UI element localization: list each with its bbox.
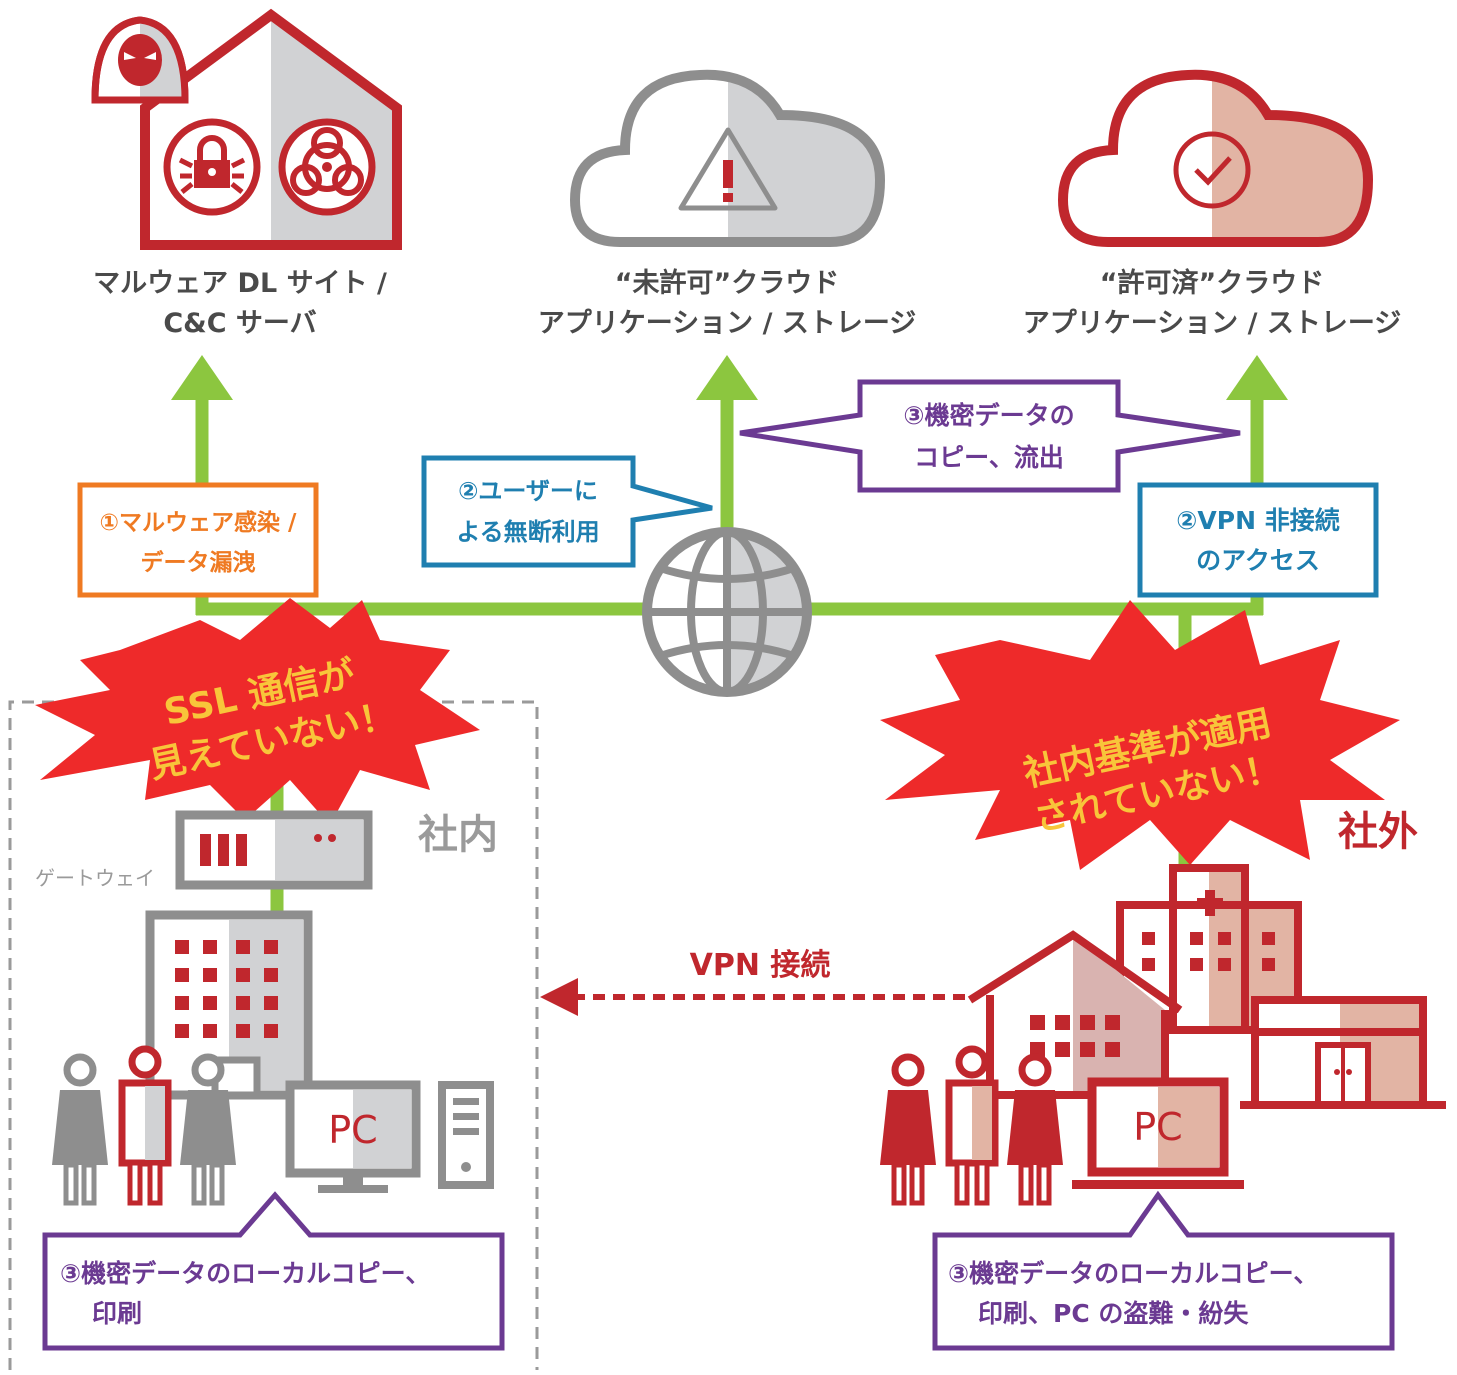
hospital-icon bbox=[1116, 864, 1302, 1034]
callout-malware-line1: ①マルウェア感染 / bbox=[100, 509, 297, 536]
callout-external-line2: 印刷、PC の盗難・紛失 bbox=[978, 1299, 1249, 1328]
ssl-burst: SSL 通信が 見えていない！ bbox=[35, 598, 480, 825]
globe-icon bbox=[642, 527, 812, 697]
callout-data-copy-leak-line2: コピー、流出 bbox=[914, 443, 1064, 472]
lock-bug-icon bbox=[163, 118, 261, 216]
vpn-connection-label: VPN 接続 bbox=[690, 948, 831, 983]
pc-external-label: PC bbox=[1133, 1105, 1182, 1149]
policy-burst: 社内基準が適用 されていない！ bbox=[880, 600, 1400, 870]
network-arrowheads bbox=[171, 355, 1288, 400]
unapproved-cloud-label-2: アプリケーション / ストレージ bbox=[538, 308, 917, 339]
person-icon bbox=[52, 1053, 108, 1206]
person-icon bbox=[880, 1053, 936, 1206]
tower-icon bbox=[438, 1081, 494, 1189]
approved-cloud-label: “許可済”クラウド bbox=[1100, 267, 1325, 299]
callout-data-copy-leak: ③機密データの コピー、流出 bbox=[739, 379, 1241, 493]
callout-malware-infection: ①マルウェア感染 / データ漏洩 bbox=[77, 482, 319, 598]
callout-non-vpn-line2: のアクセス bbox=[1196, 546, 1320, 575]
building-icon bbox=[145, 910, 313, 1100]
callout-unauthorized-use: ②ユーザーに よる無断利用 bbox=[421, 455, 713, 568]
unapproved-cloud-icon: “未許可”クラウド アプリケーション / ストレージ bbox=[538, 69, 917, 339]
vpn-connection-arrow: VPN 接続 bbox=[540, 948, 965, 1016]
server-icon bbox=[175, 810, 373, 890]
pc-internal-label: PC bbox=[328, 1108, 377, 1152]
zone-external-label: 社外 bbox=[1338, 809, 1418, 855]
callout-external-local-copy: ③機密データのローカルコピー、 印刷、PC の盗難・紛失 bbox=[932, 1190, 1395, 1351]
pc-icon: PC bbox=[285, 1080, 421, 1193]
malware-site-label-2: C&C サーバ bbox=[163, 308, 316, 339]
checkmark-icon bbox=[1173, 131, 1251, 209]
attacker-icon bbox=[91, 16, 189, 104]
person-icon bbox=[180, 1053, 236, 1206]
biohazard-icon bbox=[278, 118, 376, 216]
callout-internal-line2: 印刷 bbox=[92, 1299, 142, 1328]
malware-site-icon: マルウェア DL サイト / C&C サーバ bbox=[91, 8, 402, 339]
approved-cloud-label-2: アプリケーション / ストレージ bbox=[1023, 308, 1402, 339]
callout-unauthorized-line1: ②ユーザーに bbox=[458, 477, 598, 505]
zone-internal-label: 社内 bbox=[418, 812, 498, 858]
callout-data-copy-leak-line1: ③機密データの bbox=[903, 401, 1074, 430]
callout-non-vpn-access: ②VPN 非接続 のアクセス bbox=[1137, 482, 1379, 598]
approved-cloud-icon: “許可済”クラウド アプリケーション / ストレージ bbox=[1023, 69, 1402, 339]
callout-non-vpn-line1: ②VPN 非接続 bbox=[1176, 506, 1339, 535]
person-icon bbox=[118, 1045, 172, 1206]
shop-icon bbox=[1240, 996, 1446, 1109]
pc-icon: PC bbox=[1072, 1077, 1244, 1189]
callout-internal-local-copy: ③機密データのローカルコピー、 印刷 bbox=[42, 1191, 505, 1351]
callout-unauthorized-line2: よる無断利用 bbox=[456, 518, 599, 546]
unapproved-cloud-label: “未許可”クラウド bbox=[615, 268, 840, 299]
gateway-label: ゲートウェイ bbox=[35, 866, 155, 890]
warning-icon bbox=[678, 127, 778, 211]
callout-internal-line1: ③機密データのローカルコピー、 bbox=[60, 1259, 430, 1288]
malware-site-label: マルウェア DL サイト / bbox=[93, 268, 387, 299]
callout-malware-line2: データ漏洩 bbox=[141, 549, 256, 576]
person-icon bbox=[945, 1045, 999, 1206]
person-icon bbox=[1007, 1053, 1063, 1206]
callout-external-line1: ③機密データのローカルコピー、 bbox=[948, 1259, 1318, 1288]
